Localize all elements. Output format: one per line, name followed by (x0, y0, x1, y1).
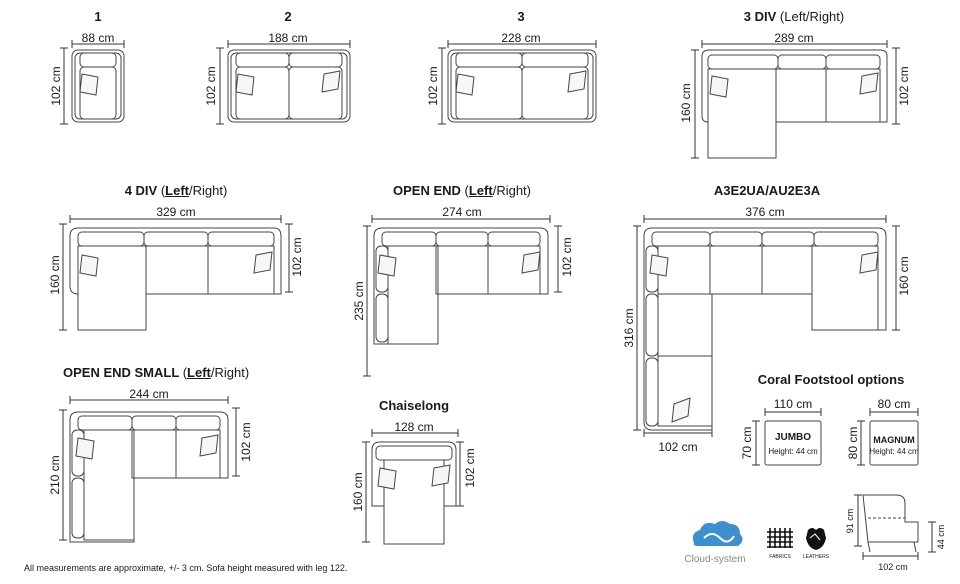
fabrics-icon (767, 528, 793, 548)
v3-width-label: 228 cm (501, 31, 541, 45)
magnum-name: MAGNUM (873, 435, 915, 445)
magnum-width-label: 80 cm (877, 397, 911, 411)
openendsmall-depth-right-label: 102 cm (239, 422, 253, 462)
sofa-ushape (643, 227, 887, 431)
ushape-depth-left-label: 316 cm (622, 308, 636, 348)
sofa-3div (701, 49, 888, 159)
openend-width-label: 274 cm (442, 205, 482, 219)
sofa-chaiselong (371, 441, 457, 545)
measurement-footnote: All measurements are approximate, +/- 3 … (24, 563, 348, 573)
sofa-4div (69, 227, 282, 331)
side-depth-label: 102 cm (878, 562, 908, 572)
chaiselong-depth-right-label: 102 cm (463, 448, 477, 488)
footstool-jumbo-shape (764, 420, 822, 466)
v3div-depth-right-label: 102 cm (897, 66, 911, 106)
chaiselong-depth-left-label: 160 cm (351, 472, 365, 512)
jumbo-name: JUMBO (774, 432, 812, 443)
variant-ushape-title: A3E2UA/AU2E3A (713, 183, 821, 198)
side-seat-height-label: 44 cm (936, 524, 946, 550)
v3div-depth-left-label: 160 cm (679, 83, 693, 123)
variant-3div-title: 3 DIV (Left/Right) (743, 9, 845, 24)
side-height-label: 91 cm (845, 508, 855, 534)
magnum-depth-label: 80 cm (846, 426, 860, 460)
variant-2-title: 2 (284, 9, 292, 24)
variant-1-title: 1 (94, 9, 102, 24)
chaiselong-width-label: 128 cm (394, 420, 434, 434)
fabrics-caption: FABRICS (769, 554, 791, 560)
openend-depth-right-label: 102 cm (560, 237, 574, 277)
variant-chaiselong-title: Chaiselong (378, 398, 450, 413)
sofa-2 (227, 49, 351, 123)
sofa-openendsmall (69, 411, 229, 543)
jumbo-depth-label: 70 cm (740, 426, 754, 460)
openend-depth-left-label: 235 cm (352, 281, 366, 321)
openendsmall-depth-left-label: 210 cm (48, 455, 62, 495)
leathers-caption: LEATHERS (802, 554, 830, 560)
ushape-depth-right-label: 160 cm (897, 256, 911, 296)
sofa-side-view (862, 494, 919, 553)
magnum-height-note: Height: 44 cm (869, 447, 919, 456)
v1-depth-label: 102 cm (49, 66, 63, 106)
v3div-width-label: 289 cm (774, 31, 814, 45)
v4div-depth-right-label: 102 cm (290, 237, 304, 277)
variant-openendsmall-title: OPEN END SMALL (Left/Right) (63, 365, 250, 380)
sofa-1 (71, 49, 125, 123)
variant-3-title: 3 (517, 9, 525, 24)
v1-width-label: 88 cm (81, 31, 115, 45)
ushape-bottom-width-label: 102 cm (658, 440, 698, 454)
jumbo-width-label: 110 cm (773, 397, 813, 411)
openendsmall-width-label: 244 cm (129, 387, 169, 401)
ushape-width-label: 376 cm (745, 205, 785, 219)
v3-depth-label: 102 cm (426, 66, 440, 106)
v4div-width-label: 329 cm (156, 205, 196, 219)
cloud-system-logo-icon (692, 521, 743, 546)
footstools-heading: Coral Footstool options (757, 372, 905, 387)
variant-openend-title: OPEN END (Left/Right) (392, 183, 532, 198)
variant-4div-title: 4 DIV (Left/Right) (124, 183, 228, 198)
v2-depth-label: 102 cm (204, 66, 218, 106)
footstool-magnum-shape (869, 420, 919, 466)
sofa-openend (373, 227, 549, 345)
sofa-3 (447, 49, 597, 123)
v2-width-label: 188 cm (268, 31, 308, 45)
brand-name: Cloud-system (684, 554, 746, 565)
v4div-depth-left-label: 160 cm (48, 255, 62, 295)
jumbo-height-note: Height: 44 cm (768, 447, 818, 456)
leathers-icon (806, 528, 826, 550)
